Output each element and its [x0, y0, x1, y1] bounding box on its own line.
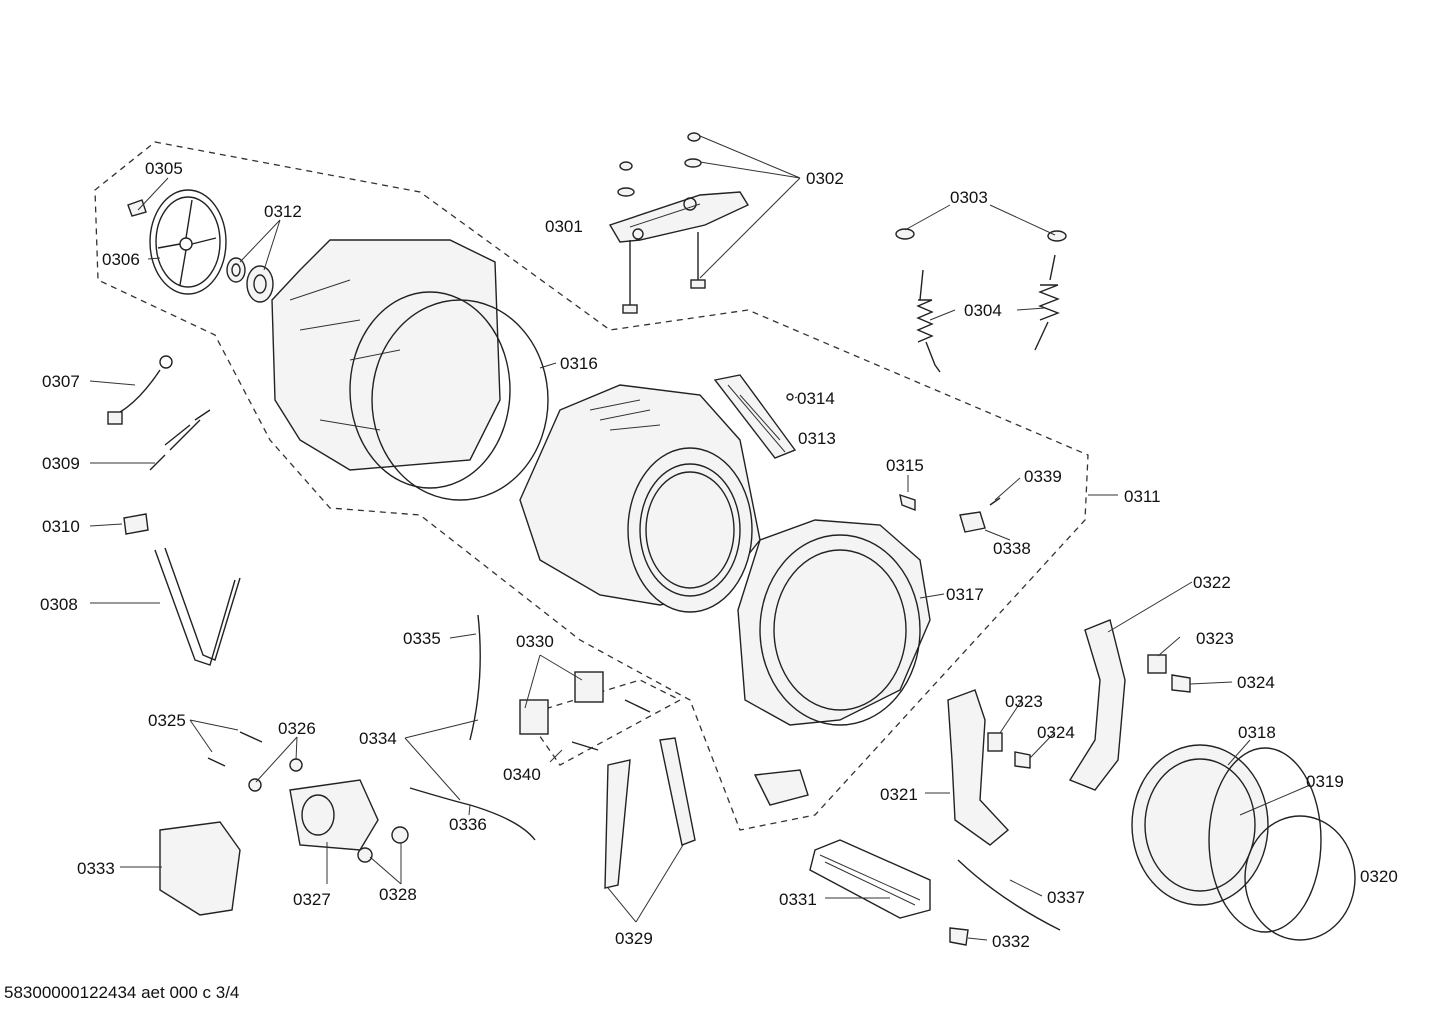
label-0318: 0318 — [1238, 723, 1276, 742]
label-0340: 0340 — [503, 765, 541, 784]
label-0304: 0304 — [964, 301, 1002, 320]
label-0338: 0338 — [993, 539, 1031, 558]
label-0313: 0313 — [798, 429, 836, 448]
rear-tub — [271, 239, 549, 501]
label-0317: 0317 — [946, 585, 984, 604]
label-0315: 0315 — [886, 456, 924, 475]
label-0323-lower: 0323 — [1005, 692, 1043, 711]
upper-right-small-parts — [713, 374, 1001, 533]
label-0319: 0319 — [1306, 772, 1344, 791]
label-0330: 0330 — [516, 632, 554, 651]
label-0310: 0310 — [42, 517, 80, 536]
label-0339: 0339 — [1024, 467, 1062, 486]
label-0303: 0303 — [950, 188, 988, 207]
label-0327: 0327 — [293, 890, 331, 909]
label-0325: 0325 — [148, 711, 186, 730]
tub-assembly-boundary — [94, 141, 1089, 831]
label-0301: 0301 — [545, 217, 583, 236]
label-0305: 0305 — [145, 159, 183, 178]
label-0324-upper: 0324 — [1237, 673, 1275, 692]
label-0336: 0336 — [449, 815, 487, 834]
drum — [519, 384, 761, 613]
label-0324-lower: 0324 — [1037, 723, 1075, 742]
label-0302: 0302 — [806, 169, 844, 188]
label-0328: 0328 — [379, 885, 417, 904]
heater-element — [809, 839, 1061, 946]
label-0337: 0337 — [1047, 888, 1085, 907]
document-reference: 58300000122434 aet 000 c 3/4 — [4, 983, 239, 1002]
label-0309: 0309 — [42, 454, 80, 473]
label-0332: 0332 — [992, 932, 1030, 951]
front-tub — [737, 519, 931, 726]
label-0307: 0307 — [42, 372, 80, 391]
counterweights — [947, 619, 1191, 846]
label-0321: 0321 — [880, 785, 918, 804]
label-0333: 0333 — [77, 859, 115, 878]
leader-lines — [89, 135, 1311, 941]
label-0334: 0334 — [359, 729, 397, 748]
label-0335: 0335 — [403, 629, 441, 648]
label-0331: 0331 — [779, 890, 817, 909]
label-0322: 0322 — [1193, 573, 1231, 592]
label-0312: 0312 — [264, 202, 302, 221]
left-small-parts — [107, 355, 241, 666]
door-seal-ring — [1131, 744, 1356, 941]
pulley-assembly — [127, 189, 274, 303]
label-0316: 0316 — [560, 354, 598, 373]
label-0308: 0308 — [40, 595, 78, 614]
label-0306: 0306 — [102, 250, 140, 269]
label-0314: 0314 — [797, 389, 835, 408]
label-0329: 0329 — [615, 929, 653, 948]
label-0326: 0326 — [278, 719, 316, 738]
tub-bracket — [608, 132, 750, 314]
label-0320: 0320 — [1360, 867, 1398, 886]
lower-parts — [159, 614, 809, 916]
label-0311: 0311 — [1124, 487, 1161, 506]
label-0323-upper: 0323 — [1196, 629, 1234, 648]
